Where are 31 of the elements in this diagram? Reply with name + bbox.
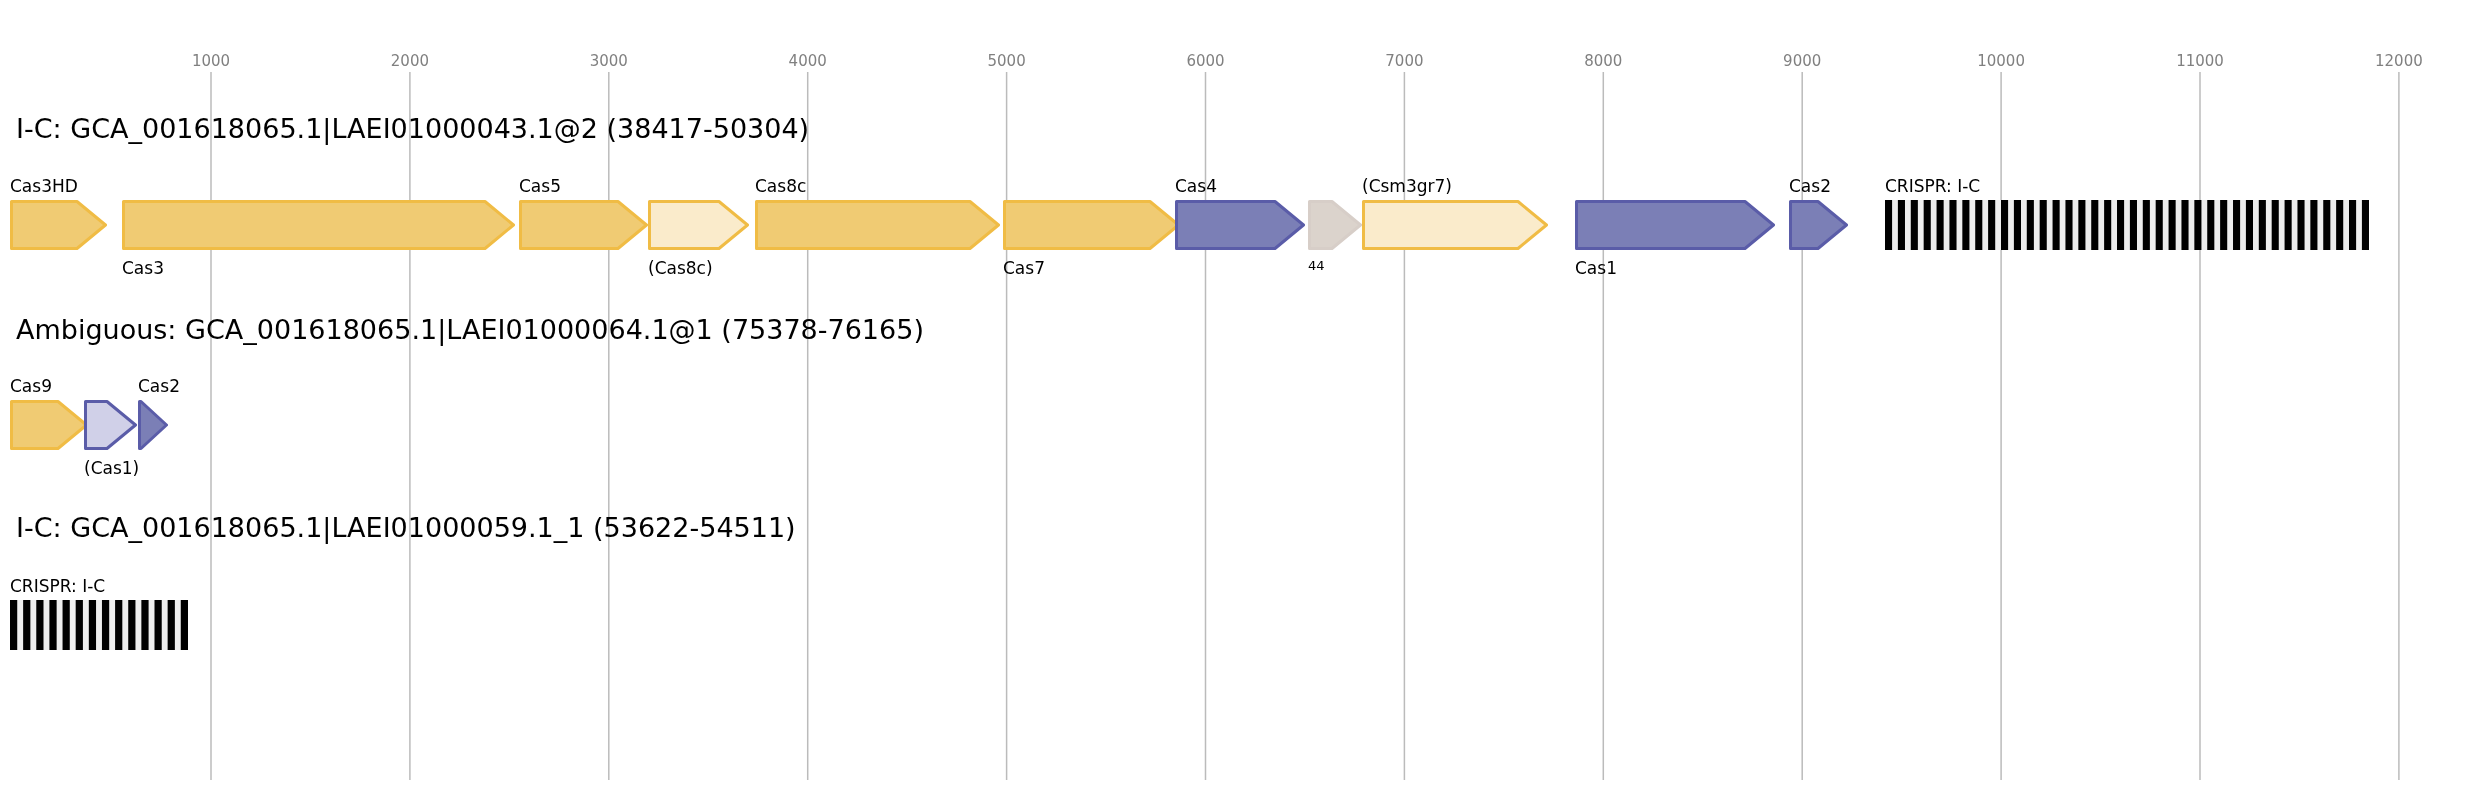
gene-label: Cas3 xyxy=(122,258,164,278)
gene-label: Cas2 xyxy=(138,376,180,396)
gene-label: Cas8c xyxy=(755,176,807,196)
gene-label: Cas2 xyxy=(1789,176,1831,196)
gene-label: Cas4 xyxy=(1175,176,1217,196)
gene-label: Cas3HD xyxy=(10,176,78,196)
track-title: I-C: GCA_001618065.1|LAEI01000059.1_1 (53622-54511) xyxy=(16,512,796,543)
axis-tick-label: 12000 xyxy=(2375,52,2423,70)
gene-label: 44 xyxy=(1308,258,1325,273)
axis-tick-label: 5000 xyxy=(987,52,1026,70)
gene-label: CRISPR: I-C xyxy=(10,576,106,596)
gene-label: Cas7 xyxy=(1003,258,1045,278)
axis-tick-label: 2000 xyxy=(390,52,429,70)
axis-tick-label: 10000 xyxy=(1977,52,2025,70)
axis-tick-label: 3000 xyxy=(589,52,628,70)
axis-tick-label: 11000 xyxy=(2176,52,2224,70)
axis-tick-label: 9000 xyxy=(1783,52,1822,70)
axis-tick-label: 1000 xyxy=(191,52,231,70)
gene-label: (Csm3gr7) xyxy=(1362,176,1452,196)
gene-label: (Cas1) xyxy=(84,458,140,478)
gene-label: Cas5 xyxy=(519,176,561,196)
axis-tick-label: 8000 xyxy=(1584,52,1623,70)
gene-label: (Cas8c) xyxy=(648,258,713,278)
track-title: I-C: GCA_001618065.1|LAEI01000043.1@2 (38417-50304) xyxy=(16,113,810,144)
axis-tick-label: 6000 xyxy=(1186,52,1225,70)
gene-label: Cas9 xyxy=(10,376,52,396)
track-title: Ambiguous: GCA_001618065.1|LAEI01000064.1@1 (75378-76165) xyxy=(16,314,924,345)
axis-tick-label: 7000 xyxy=(1385,52,1424,70)
gene-label: Cas1 xyxy=(1575,258,1617,278)
gene-label: CRISPR: I-C xyxy=(1885,176,1981,196)
axis-tick-label: 4000 xyxy=(788,52,827,70)
